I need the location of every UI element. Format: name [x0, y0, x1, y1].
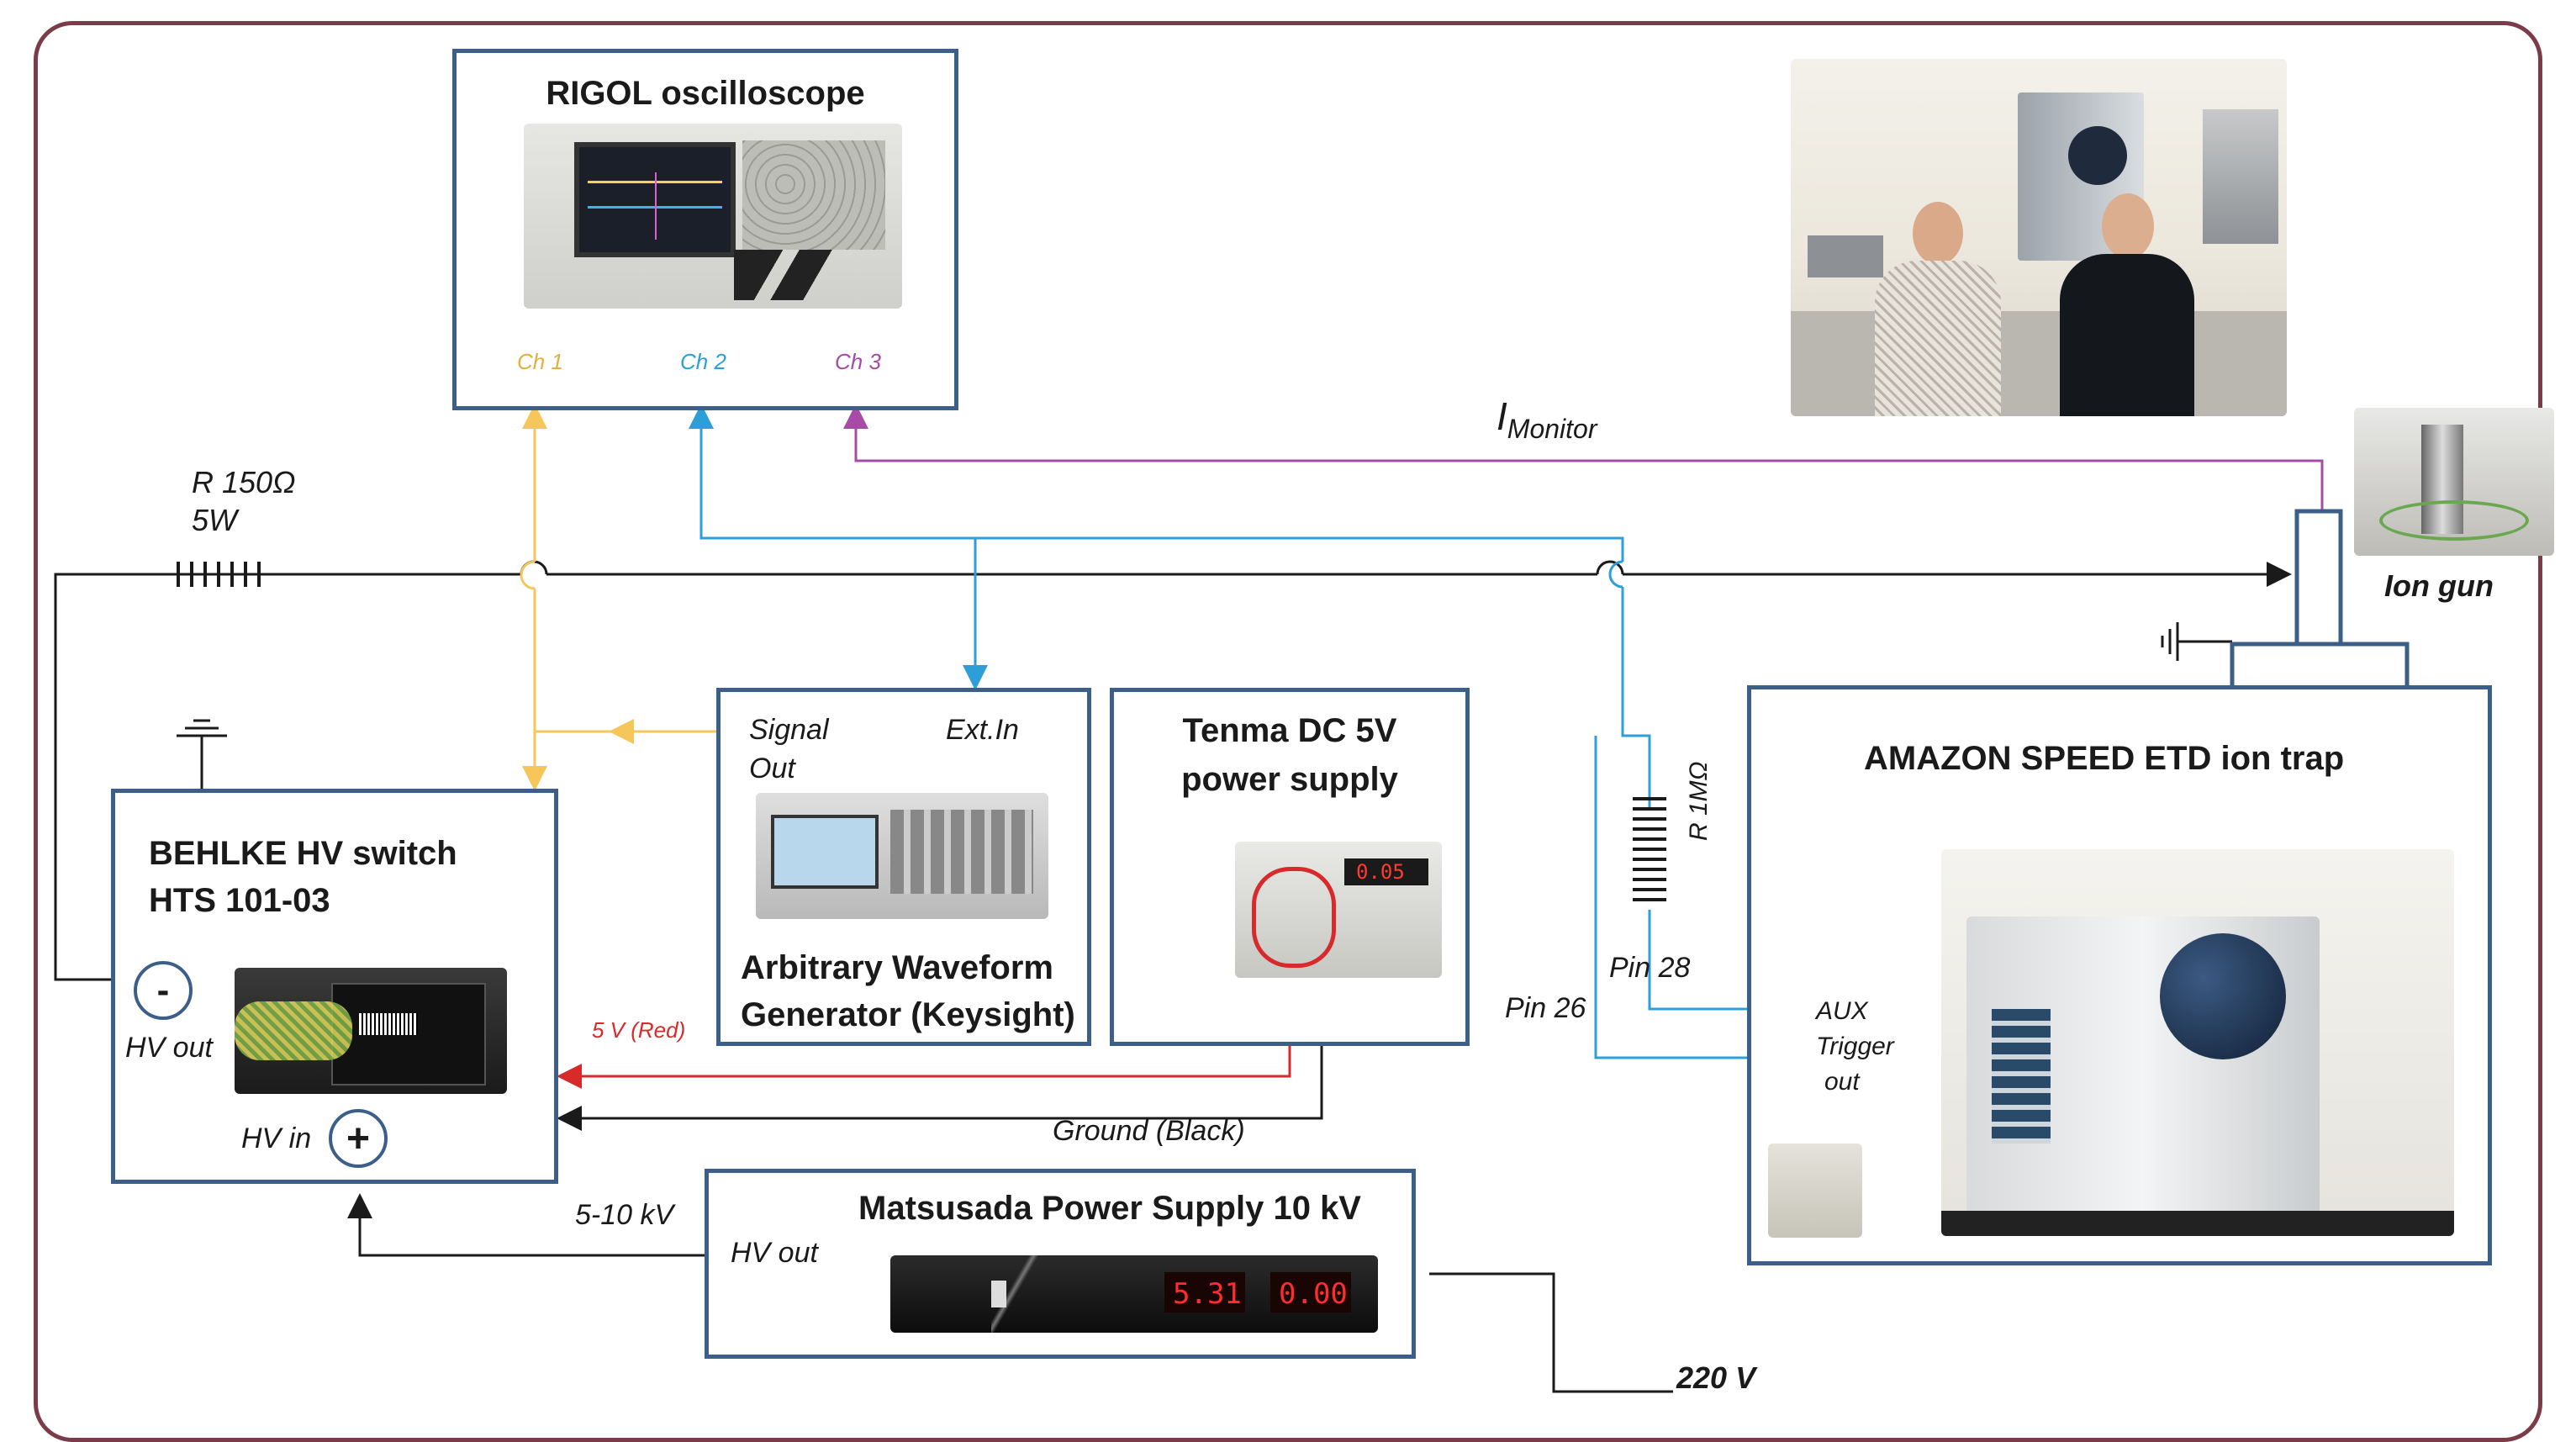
- ion-gun-photo: [2354, 408, 2554, 556]
- ch1-label: Ch 1: [517, 349, 563, 374]
- ch3-monitor-line: [843, 404, 2324, 511]
- behlke-switch-box: BEHLKE HV switch HTS 101-03 - HV out HV …: [111, 789, 558, 1184]
- ground-black-label: Ground (Black): [1053, 1115, 1245, 1147]
- behlke-title-line1: BEHLKE HV switch: [149, 835, 457, 872]
- lab-bench-right: [1941, 1211, 2454, 1236]
- monitor-i: I: [1497, 394, 1507, 438]
- ion-trap-title: AMAZON SPEED ETD ion trap: [1864, 740, 2345, 777]
- lab-equipment-left: [1808, 235, 1883, 277]
- kv-range-label: 5-10 kV: [575, 1199, 674, 1231]
- minus-sign: -: [156, 969, 170, 1011]
- oscilloscope-screen: [574, 142, 736, 257]
- black-ground-wire: [557, 1017, 1323, 1131]
- lab-equipment-right: [2203, 109, 2278, 244]
- minus-terminal: -: [134, 961, 193, 1020]
- awg-keypad: [890, 810, 1033, 894]
- awg-screen: [771, 815, 879, 889]
- monitor-subscript: Monitor: [1507, 414, 1597, 445]
- v220-label: 220 V: [1676, 1360, 1756, 1395]
- awg-signal-out-line1: Signal: [749, 714, 829, 746]
- ch1-signal-line: [520, 404, 720, 791]
- ground-symbol-ion-trap: [2161, 622, 2232, 661]
- awg-box: Signal Out Ext.In Arbitrary Waveform Gen…: [716, 688, 1091, 1046]
- behlke-title-line2: HTS 101-03: [149, 882, 330, 919]
- aux-label-line1: AUX: [1816, 997, 1868, 1025]
- matsusada-current-display: 0.00: [1270, 1272, 1351, 1313]
- ion-trap-box: AMAZON SPEED ETD ion trap: [1747, 685, 2492, 1265]
- matsusada-title: Matsusada Power Supply 10 kV: [858, 1190, 1361, 1227]
- ion-gun-label: Ion gun: [2384, 568, 2494, 603]
- behlke-switch-photo: [235, 968, 507, 1094]
- oscilloscope-knobs: [742, 140, 885, 250]
- behlke-hv-out: HV out: [125, 1032, 213, 1064]
- hv-line-to-ion-gun: [54, 560, 2292, 981]
- aux-label-line2: Trigger: [1816, 1033, 1894, 1060]
- resistor-1m-symbol: [1633, 797, 1666, 901]
- behlke-hv-in: HV in: [241, 1122, 312, 1154]
- ion-trap-side-panel: [1992, 1009, 2051, 1144]
- ch3-label: Ch 3: [835, 349, 881, 374]
- resistor-150-label: R 150Ω: [192, 465, 296, 499]
- matsusada-box: Matsusada Power Supply 10 kV HV out 5.31…: [705, 1169, 1416, 1359]
- matsusada-hv-out: HV out: [731, 1237, 818, 1269]
- red-5v-label: 5 V (Red): [592, 1017, 686, 1043]
- r1m-label: R 1MΩ: [1685, 761, 1713, 842]
- matsusada-photo: 5.31 0.00: [890, 1255, 1378, 1333]
- awg-title-line1: Arbitrary Waveform: [741, 949, 1053, 986]
- plus-sign: +: [346, 1117, 371, 1161]
- tenma-title-line2: power supply: [1181, 761, 1398, 798]
- ch2-signal-line: [689, 404, 1766, 1059]
- person-left: [1875, 202, 2001, 416]
- tenma-photo: 0.05: [1235, 842, 1442, 978]
- tenma-display: 0.05: [1356, 860, 1405, 884]
- oscilloscope-photo: [524, 124, 902, 309]
- resistor-150-symbol: [177, 562, 261, 587]
- person-right: [2060, 193, 2194, 416]
- awg-signal-out-line2: Out: [749, 753, 795, 784]
- tenma-title-line1: Tenma DC 5V: [1182, 712, 1397, 749]
- pin28-label: Pin 28: [1609, 952, 1691, 984]
- awg-photo: [756, 793, 1048, 919]
- matsusada-voltage: 5.31: [1173, 1277, 1242, 1311]
- plus-terminal: +: [329, 1109, 388, 1168]
- aux-label-line3: out: [1824, 1068, 1860, 1096]
- awg-title-line2: Generator (Keysight): [741, 996, 1075, 1033]
- tenma-box: Tenma DC 5V power supply 0.05: [1110, 688, 1470, 1046]
- spherical-source: [2068, 126, 2127, 185]
- pin26-label: Pin 26: [1505, 992, 1586, 1024]
- oscilloscope-box: RIGOL oscilloscope Ch 1 Ch 2 Ch 3: [452, 49, 958, 410]
- lab-bench: [1791, 311, 2287, 416]
- ion-gun-flange: [2230, 642, 2410, 690]
- oscilloscope-title: RIGOL oscilloscope: [546, 75, 865, 112]
- ion-trap-photo: [1941, 849, 2454, 1236]
- monitor-current-label: IMonitor: [1497, 394, 1597, 445]
- resistor-150-power: 5W: [192, 503, 237, 537]
- aux-cable-photo: [1768, 1144, 1862, 1238]
- matsusada-voltage-display: 5.31: [1164, 1272, 1245, 1313]
- ion-gun-body: [2294, 509, 2343, 647]
- hv-supply-wire: [347, 1193, 1673, 1393]
- ground-symbol-switch: [177, 719, 227, 790]
- ch2-label: Ch 2: [680, 349, 726, 374]
- matsusada-current: 0.00: [1279, 1277, 1348, 1311]
- lab-team-photo: [1791, 59, 2287, 416]
- awg-ext-in: Ext.In: [946, 714, 1019, 746]
- ion-trap-sphere: [2160, 933, 2286, 1059]
